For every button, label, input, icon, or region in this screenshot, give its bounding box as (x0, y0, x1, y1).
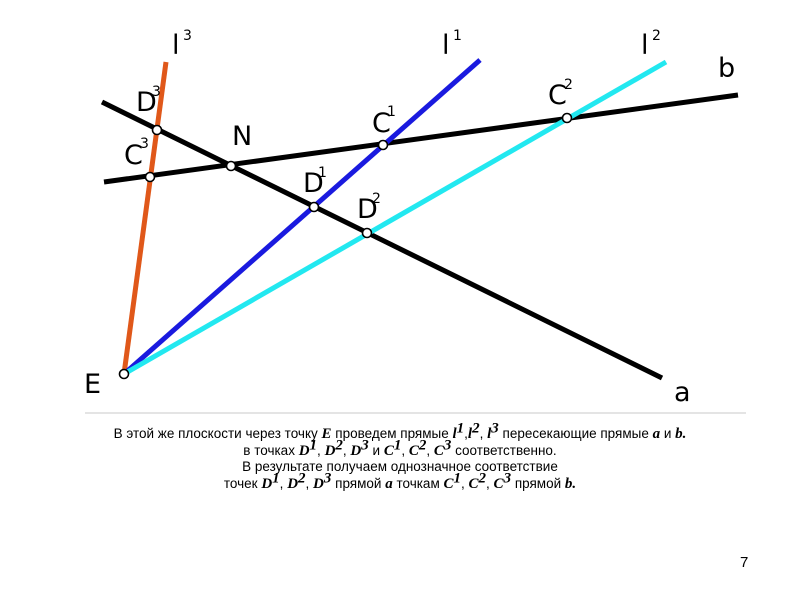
label-l1: l (442, 30, 450, 61)
point-c3 (144, 171, 156, 183)
label-d3-sup: 3 (152, 84, 161, 100)
caption-line-2: в точках D1, D2, D3 и C1, C2, C3 соответ… (243, 437, 557, 459)
label-d1: D (303, 168, 324, 199)
label-b: b (718, 53, 735, 84)
point-n (225, 160, 237, 172)
line-l2 (122, 59, 668, 377)
line-b (103, 92, 739, 185)
label-d1-sup: 1 (318, 165, 327, 181)
label-l2: l (641, 30, 649, 61)
label-c1-sup: 1 (387, 104, 396, 120)
point-c2 (561, 112, 573, 124)
caption: В этой же плоскости через точку E провед… (40, 420, 760, 492)
line-l1 (122, 58, 482, 376)
label-c3: C (124, 140, 143, 171)
label-a: a (674, 377, 691, 408)
label-d2: D (357, 194, 378, 225)
label-l1-sup: 1 (453, 28, 462, 44)
caption-line-1: В этой же плоскости через точку E провед… (113, 420, 687, 442)
line-l3 (121, 61, 169, 375)
label-e: E (84, 369, 101, 400)
label-d3: D (136, 87, 157, 118)
caption-line-4: точек D1, D2, D3 прямой a точкам C1, C2,… (223, 470, 577, 492)
point-d3 (151, 124, 163, 136)
point-d1 (308, 201, 320, 213)
label-c2-sup: 2 (564, 77, 573, 93)
point-c1 (377, 139, 389, 151)
label-n: N (232, 121, 252, 152)
point-e (118, 368, 130, 380)
label-c2: C (548, 80, 567, 111)
label-l3-sup: 3 (183, 28, 192, 44)
label-c3-sup: 3 (140, 136, 149, 152)
label-l3: l (172, 30, 180, 61)
line-a (100, 99, 664, 381)
caption-line-3: В результате получаем однозначное соотве… (242, 459, 558, 474)
page-number: 7 (740, 554, 749, 571)
point-d2 (361, 227, 373, 239)
label-d2-sup: 2 (372, 191, 381, 207)
label-c1: C (372, 108, 391, 139)
label-l2-sup: 2 (652, 28, 661, 44)
